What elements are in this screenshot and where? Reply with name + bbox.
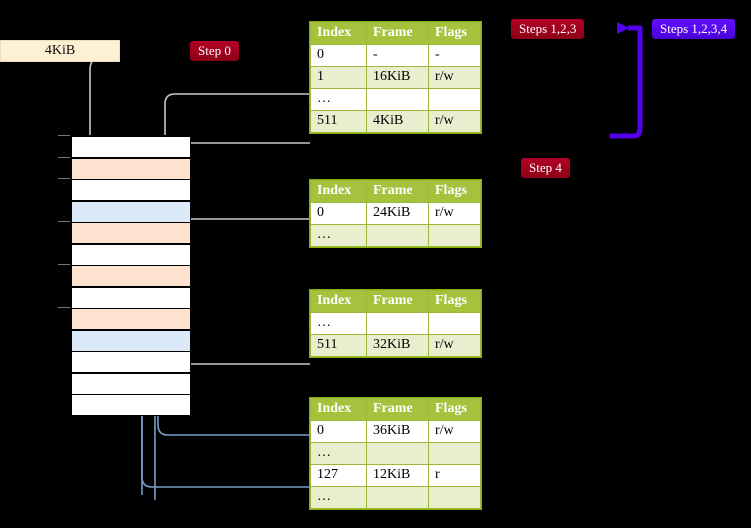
physical-memory-column (70, 135, 191, 416)
badge-step-4-label: Step 4 (529, 160, 562, 175)
memory-frame-tick (58, 221, 70, 222)
cell-flags (428, 442, 481, 465)
memory-frame-row (71, 243, 191, 266)
cell-flags: r/w (428, 202, 481, 225)
cell-flags: - (428, 44, 481, 67)
memory-frame-row (71, 200, 191, 223)
cell-frame: 4KiB (366, 110, 429, 133)
cell-frame (366, 312, 429, 335)
cell-index: … (310, 442, 367, 465)
column-header-index: Index (310, 22, 367, 45)
page-size-box: 4KiB (0, 40, 120, 62)
memory-frame-row (71, 394, 191, 416)
memory-frame-tick (58, 156, 70, 158)
page-size-label: 4KiB (44, 43, 76, 58)
memory-frame-row (71, 372, 191, 395)
badge-steps-1234-label: Steps 1,2,3,4 (660, 21, 728, 36)
cell-frame (366, 88, 429, 111)
badge-step-0: Step 0 (190, 41, 239, 61)
cell-index: … (310, 88, 367, 111)
table-row: … (310, 224, 481, 247)
column-header-flags: Flags (428, 398, 481, 421)
memory-frame-row (71, 222, 191, 244)
cell-index: 511 (310, 334, 367, 357)
column-header-frame: Frame (366, 290, 429, 313)
memory-frame-tick (58, 307, 70, 308)
column-header-frame: Frame (366, 180, 429, 203)
cell-flags: r (428, 464, 481, 487)
cell-flags: r/w (428, 66, 481, 89)
cell-index: 1 (310, 66, 367, 89)
table-row: 0-- (310, 44, 481, 67)
column-header-flags: Flags (428, 22, 481, 45)
cell-index: 511 (310, 110, 367, 133)
memory-frame-row (71, 265, 191, 287)
memory-frame-row (71, 157, 191, 180)
cell-flags: r/w (428, 334, 481, 357)
badge-steps-123: Steps 1,2,3 (511, 19, 585, 39)
cell-index: … (310, 312, 367, 335)
column-header-index: Index (310, 290, 367, 313)
cell-frame: 16KiB (366, 66, 429, 89)
memory-frame-row (71, 179, 191, 201)
column-header-index: Index (310, 180, 367, 203)
table-row: … (310, 486, 481, 509)
badge-step-0-label: Step 0 (198, 43, 231, 58)
cell-frame: - (366, 44, 429, 67)
memory-frame-row (71, 329, 191, 352)
memory-frame-row (71, 286, 191, 309)
cell-index: 0 (310, 44, 367, 67)
memory-frame-row (71, 308, 191, 330)
cell-frame (366, 224, 429, 247)
memory-frame-tick (58, 135, 70, 136)
cell-frame (366, 486, 429, 509)
column-header-frame: Frame (366, 22, 429, 45)
cell-frame: 12KiB (366, 464, 429, 487)
cell-flags (428, 312, 481, 335)
cell-flags (428, 486, 481, 509)
table-row: … (310, 88, 481, 111)
memory-frame-tick (58, 264, 70, 265)
table-row: … (310, 312, 481, 335)
badge-steps-123-label: Steps 1,2,3 (519, 21, 577, 36)
column-header-flags: Flags (428, 290, 481, 313)
cell-flags: r/w (428, 420, 481, 443)
memory-frame-tick (58, 178, 70, 179)
cell-frame (366, 442, 429, 465)
cell-index: … (310, 486, 367, 509)
column-header-frame: Frame (366, 398, 429, 421)
memory-frame-row (71, 351, 191, 373)
column-header-flags: Flags (428, 180, 481, 203)
cell-frame: 24KiB (366, 202, 429, 225)
table-row: … (310, 442, 481, 465)
badge-steps-1234: Steps 1,2,3,4 (652, 19, 736, 39)
cell-index: 0 (310, 202, 367, 225)
cell-flags: r/w (428, 110, 481, 133)
cell-index: 0 (310, 420, 367, 443)
cell-index: 127 (310, 464, 367, 487)
column-header-index: Index (310, 398, 367, 421)
cell-frame: 32KiB (366, 334, 429, 357)
cell-frame: 36KiB (366, 420, 429, 443)
cell-flags (428, 224, 481, 247)
badge-step-4: Step 4 (521, 158, 570, 178)
memory-frame-row (71, 136, 191, 158)
cell-flags (428, 88, 481, 111)
cell-index: … (310, 224, 367, 247)
